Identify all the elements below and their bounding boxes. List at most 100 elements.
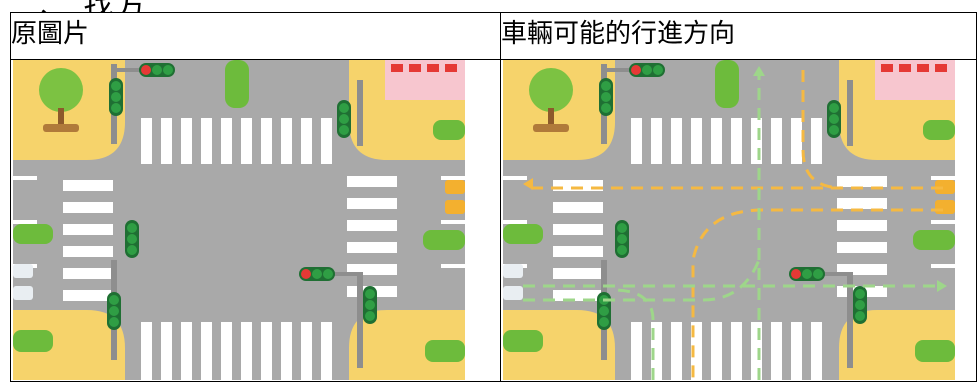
traffic-light bbox=[597, 292, 611, 330]
crosswalk-stripe bbox=[553, 180, 603, 191]
lamp bbox=[152, 65, 162, 75]
awning bbox=[445, 64, 457, 72]
crosswalk-stripe bbox=[63, 224, 113, 235]
crosswalk-stripe bbox=[651, 322, 662, 380]
direction-arrows bbox=[523, 66, 947, 380]
arrow-path-orange bbox=[801, 70, 844, 190]
lamp bbox=[617, 234, 627, 244]
crosswalk-stripe bbox=[791, 322, 802, 380]
traffic-light bbox=[363, 286, 377, 324]
crosswalk-stripe bbox=[63, 202, 113, 213]
car bbox=[503, 264, 523, 278]
car bbox=[445, 200, 465, 214]
traffic-light bbox=[109, 78, 123, 116]
intersection-illustration-with-direction-arrows bbox=[503, 60, 955, 380]
crosswalk-stripe bbox=[811, 118, 822, 164]
crosswalk-stripe bbox=[651, 118, 662, 164]
arrowhead bbox=[937, 280, 947, 292]
lamp bbox=[339, 103, 349, 113]
sidewalk-bottom-left bbox=[13, 310, 125, 380]
lane-line bbox=[503, 176, 527, 180]
median-hedge bbox=[715, 60, 739, 108]
signal-pole bbox=[847, 272, 853, 368]
lamp bbox=[163, 65, 173, 75]
awning bbox=[409, 64, 421, 72]
header-directions: 車輛可能的行進方向 bbox=[500, 12, 977, 60]
lamp bbox=[111, 81, 121, 91]
directions-image-cell bbox=[500, 59, 977, 382]
lamp bbox=[339, 114, 349, 124]
arrow-path-green bbox=[523, 259, 761, 302]
crosswalk-stripe bbox=[837, 198, 887, 209]
signal-pole bbox=[357, 80, 363, 146]
lamp bbox=[855, 289, 865, 299]
lamp bbox=[323, 269, 333, 279]
crosswalk-stripe bbox=[771, 322, 782, 380]
hedge bbox=[913, 230, 955, 250]
awning bbox=[881, 64, 893, 72]
crosswalk-stripe bbox=[221, 118, 232, 164]
traffic-light bbox=[125, 220, 139, 258]
traffic-light bbox=[299, 267, 335, 281]
lamp bbox=[599, 317, 609, 327]
crosswalk-stripe bbox=[161, 118, 172, 164]
crosswalk-stripe bbox=[811, 322, 822, 380]
lamp bbox=[599, 306, 609, 316]
crosswalk-stripe bbox=[347, 220, 397, 231]
lamp bbox=[127, 234, 137, 244]
signal-arm bbox=[111, 68, 141, 72]
car bbox=[13, 286, 33, 300]
awning bbox=[391, 64, 403, 72]
tree-canopy bbox=[39, 68, 83, 112]
lamp bbox=[601, 92, 611, 102]
crosswalk-stripe bbox=[161, 322, 172, 380]
hedge bbox=[425, 340, 465, 362]
crosswalk-stripe bbox=[281, 322, 292, 380]
lamp bbox=[339, 125, 349, 135]
lamp bbox=[855, 300, 865, 310]
crosswalk-stripe bbox=[731, 322, 742, 380]
hedge bbox=[503, 330, 543, 352]
lamp bbox=[365, 289, 375, 299]
car bbox=[13, 264, 33, 278]
crosswalk-stripe bbox=[751, 118, 762, 164]
lamp bbox=[111, 103, 121, 113]
image-row bbox=[10, 59, 977, 382]
crosswalk-stripe bbox=[63, 268, 113, 279]
clipped-heading: 二、 找方 bbox=[0, 0, 979, 12]
lamp bbox=[127, 245, 137, 255]
crosswalk-stripe bbox=[63, 246, 113, 257]
traffic-light bbox=[789, 267, 825, 281]
crosswalk-stripe bbox=[671, 322, 682, 380]
sidewalk-bottom-right bbox=[349, 310, 465, 380]
crosswalk-stripe bbox=[141, 118, 152, 164]
crosswalk-stripe bbox=[671, 118, 682, 164]
planter bbox=[533, 124, 569, 132]
signal-arm bbox=[601, 68, 631, 72]
crosswalk-stripe bbox=[347, 242, 397, 253]
signal-pole bbox=[357, 272, 363, 368]
crosswalk-stripe bbox=[181, 322, 192, 380]
clipped-heading-text: 二、 找方 bbox=[8, 0, 148, 12]
signal-pole bbox=[847, 80, 853, 146]
car bbox=[935, 200, 955, 214]
crosswalk-stripe bbox=[261, 322, 272, 380]
crosswalk-stripe bbox=[553, 268, 603, 279]
traffic-light bbox=[107, 292, 121, 330]
hedge bbox=[13, 330, 53, 352]
lane-line bbox=[13, 220, 37, 224]
lamp bbox=[855, 311, 865, 321]
crosswalk-stripe bbox=[347, 198, 397, 209]
crosswalk-stripe bbox=[347, 176, 397, 187]
lamp bbox=[365, 300, 375, 310]
lane-line bbox=[441, 176, 465, 180]
crosswalk-stripe bbox=[281, 118, 292, 164]
lamp bbox=[617, 223, 627, 233]
signal-arm bbox=[333, 272, 363, 276]
comparison-table: 原圖片 車輛可能的行進方向 bbox=[10, 12, 977, 382]
lamp bbox=[109, 295, 119, 305]
car bbox=[935, 180, 955, 194]
sidewalk-bottom-right bbox=[839, 310, 955, 380]
tree-trunk bbox=[548, 108, 554, 126]
crosswalk-stripe bbox=[63, 290, 113, 301]
